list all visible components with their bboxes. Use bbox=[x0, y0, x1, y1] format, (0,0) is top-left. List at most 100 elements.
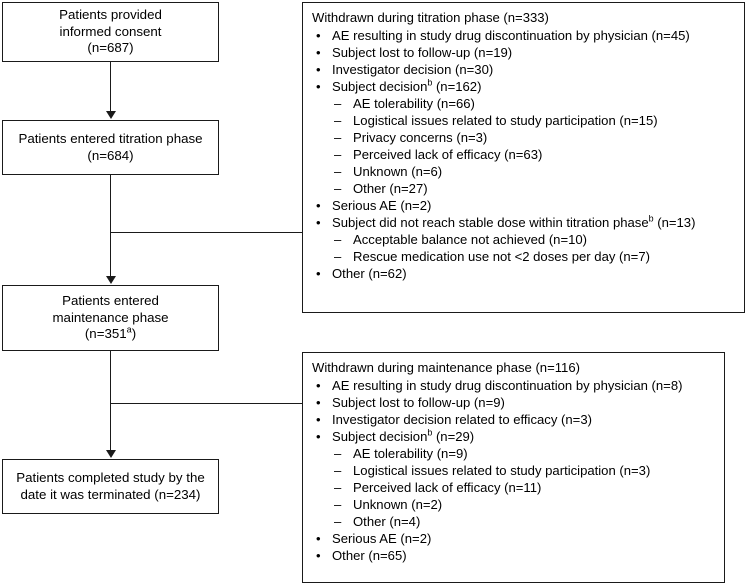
arrowhead-titration-to-maintenance bbox=[105, 276, 116, 284]
bullet-icon: • bbox=[316, 198, 321, 213]
list-item: • Serious AE (n=2) bbox=[312, 197, 736, 214]
sub-list-item: –AE tolerability (n=66) bbox=[312, 95, 736, 112]
sub-list-item: –AE tolerability (n=9) bbox=[312, 445, 716, 462]
dash-icon: – bbox=[334, 130, 342, 145]
dash-icon: – bbox=[334, 497, 342, 512]
list-item-label: Logistical issues related to study parti… bbox=[353, 113, 658, 128]
list-item-label: Subject decisionb (n=29) bbox=[332, 427, 475, 444]
panel-titration-withdrawals: Withdrawn during titration phase (n=333)… bbox=[302, 2, 745, 313]
panel-maintenance-title: Withdrawn during maintenance phase (n=11… bbox=[312, 360, 580, 375]
list-item-label: Unknown (n=6) bbox=[353, 164, 443, 179]
sub-list: –Acceptable balance not achieved (n=10)–… bbox=[312, 231, 736, 265]
list-item: •Other (n=65) bbox=[312, 547, 716, 564]
list-item-label: Investigator decision related to efficac… bbox=[332, 412, 592, 427]
node-patients-entered-titration: Patients entered titration phase (n=684) bbox=[2, 120, 219, 175]
dash-icon: – bbox=[334, 147, 342, 162]
list-item-label: Subject did not reach stable dose within… bbox=[332, 213, 696, 230]
sub-list-item: –Perceived lack of efficacy (n=11) bbox=[312, 479, 716, 496]
list-item: • Investigator decision (n=30) bbox=[312, 61, 736, 78]
connector-branch-titration-withdrawals bbox=[109, 231, 303, 233]
sub-list-item: –Rescue medication use not <2 doses per … bbox=[312, 248, 736, 265]
bullet-icon: • bbox=[316, 62, 321, 77]
bullet-icon: • bbox=[316, 266, 321, 281]
arrowhead-maintenance-to-completed bbox=[105, 450, 116, 458]
list-item-label: Logistical issues related to study parti… bbox=[353, 463, 651, 478]
sub-list-item: –Logistical issues related to study part… bbox=[312, 462, 716, 479]
dash-icon: – bbox=[334, 164, 342, 179]
node-patients-entered-maintenance: Patients entered maintenance phase (n=35… bbox=[2, 285, 219, 351]
dash-icon: – bbox=[334, 232, 342, 247]
sub-list-item: –Unknown (n=6) bbox=[312, 163, 736, 180]
list-item-label: Other (n=27) bbox=[353, 181, 428, 196]
dash-icon: – bbox=[334, 113, 342, 128]
sub-list-item: –Perceived lack of efficacy (n=63) bbox=[312, 146, 736, 163]
sub-list-item: –Privacy concerns (n=3) bbox=[312, 129, 736, 146]
bullet-icon: • bbox=[316, 215, 321, 230]
node-consent-line-3: (n=687) bbox=[87, 40, 134, 56]
bullet-icon: • bbox=[316, 79, 321, 94]
list-item-label: Subject lost to follow-up (n=9) bbox=[332, 395, 505, 410]
list-item-label: Perceived lack of efficacy (n=11) bbox=[353, 480, 542, 495]
sub-list: –AE tolerability (n=66)–Logistical issue… bbox=[312, 95, 736, 197]
list-item: • Subject lost to follow-up (n=19) bbox=[312, 44, 736, 61]
footnote-marker-b: b bbox=[648, 213, 654, 224]
node-maintenance-line-2: maintenance phase bbox=[52, 309, 169, 325]
bullet-icon: • bbox=[316, 531, 321, 546]
list-item-label: Serious AE (n=2) bbox=[332, 531, 432, 546]
list-item-label: Serious AE (n=2) bbox=[332, 198, 432, 213]
list-item-label: Perceived lack of efficacy (n=63) bbox=[353, 147, 543, 162]
sub-list-item: –Logistical issues related to study part… bbox=[312, 112, 736, 129]
node-titration-line-1: Patients entered titration phase bbox=[18, 131, 203, 146]
bullet-icon: • bbox=[316, 412, 321, 427]
bullet-icon: • bbox=[316, 28, 321, 43]
sub-list-item: –Other (n=27) bbox=[312, 180, 736, 197]
dash-icon: – bbox=[334, 249, 342, 264]
list-item: •AE resulting in study drug discontinuat… bbox=[312, 27, 736, 44]
panel-maintenance-withdrawals: Withdrawn during maintenance phase (n=11… bbox=[302, 352, 725, 583]
sub-list: –AE tolerability (n=9)–Logistical issues… bbox=[312, 445, 716, 530]
arrowhead-consent-to-titration bbox=[105, 111, 116, 119]
dash-icon: – bbox=[334, 446, 342, 461]
list-item-label: Other (n=4) bbox=[353, 514, 421, 529]
node-completed-line-2: date it was terminated (n=234) bbox=[20, 486, 201, 502]
list-item-label: Investigator decision (n=30) bbox=[332, 62, 494, 77]
list-item: • Subject did not reach stable dose withi… bbox=[312, 214, 736, 231]
list-item-label: AE resulting in study drug discontinuati… bbox=[332, 378, 683, 393]
maintenance-count-post: ) bbox=[131, 326, 137, 342]
node-consent-line-2: informed consent bbox=[59, 23, 162, 39]
node-completed-line-1: Patients completed study by the bbox=[16, 470, 205, 485]
list-item-label: AE tolerability (n=66) bbox=[353, 96, 475, 111]
list-item-label: AE tolerability (n=9) bbox=[353, 446, 468, 461]
list-item: • Investigator decision related to effica… bbox=[312, 411, 716, 428]
connector-titration-to-maintenance bbox=[109, 175, 111, 277]
node-patients-provided-consent: Patients provided informed consent (n=68… bbox=[2, 2, 219, 62]
bullet-icon: • bbox=[316, 45, 321, 60]
node-consent-line-1: Patients provided bbox=[59, 7, 162, 23]
node-maintenance-line-1: Patients entered bbox=[62, 293, 159, 309]
panel-titration-title: Withdrawn during titration phase (n=333) bbox=[312, 10, 549, 25]
list-item-label: Subject decisionb (n=162) bbox=[332, 77, 482, 94]
list-item: • Other (n=62) bbox=[312, 265, 736, 282]
dash-icon: – bbox=[334, 480, 342, 495]
list-item: • Subject decisionb (n=29) bbox=[312, 428, 716, 445]
dash-icon: – bbox=[334, 463, 342, 478]
connector-consent-to-titration bbox=[109, 62, 111, 112]
node-maintenance-line-3: (n=351a) bbox=[84, 325, 137, 343]
list-item: • Subject decisionb (n=162) bbox=[312, 78, 736, 95]
footnote-marker-b: b bbox=[427, 77, 433, 88]
maintenance-count-pre: (n=351 bbox=[84, 326, 127, 342]
dash-icon: – bbox=[334, 181, 342, 196]
dash-icon: – bbox=[334, 514, 342, 529]
bullet-icon: • bbox=[316, 395, 321, 410]
footnote-marker-b: b bbox=[427, 427, 433, 438]
bullet-icon: • bbox=[316, 429, 321, 444]
panel-titration-item-list: •AE resulting in study drug discontinuat… bbox=[312, 27, 736, 282]
connector-maintenance-to-completed bbox=[109, 351, 111, 452]
list-item-label: Other (n=62) bbox=[332, 266, 407, 281]
list-item-label: Rescue medication use not <2 doses per d… bbox=[353, 249, 650, 264]
list-item: •AE resulting in study drug discontinuat… bbox=[312, 377, 716, 394]
list-item-label: Subject lost to follow-up (n=19) bbox=[332, 45, 513, 60]
connector-branch-maintenance-withdrawals bbox=[109, 402, 303, 404]
list-item-label: Unknown (n=2) bbox=[353, 497, 443, 512]
